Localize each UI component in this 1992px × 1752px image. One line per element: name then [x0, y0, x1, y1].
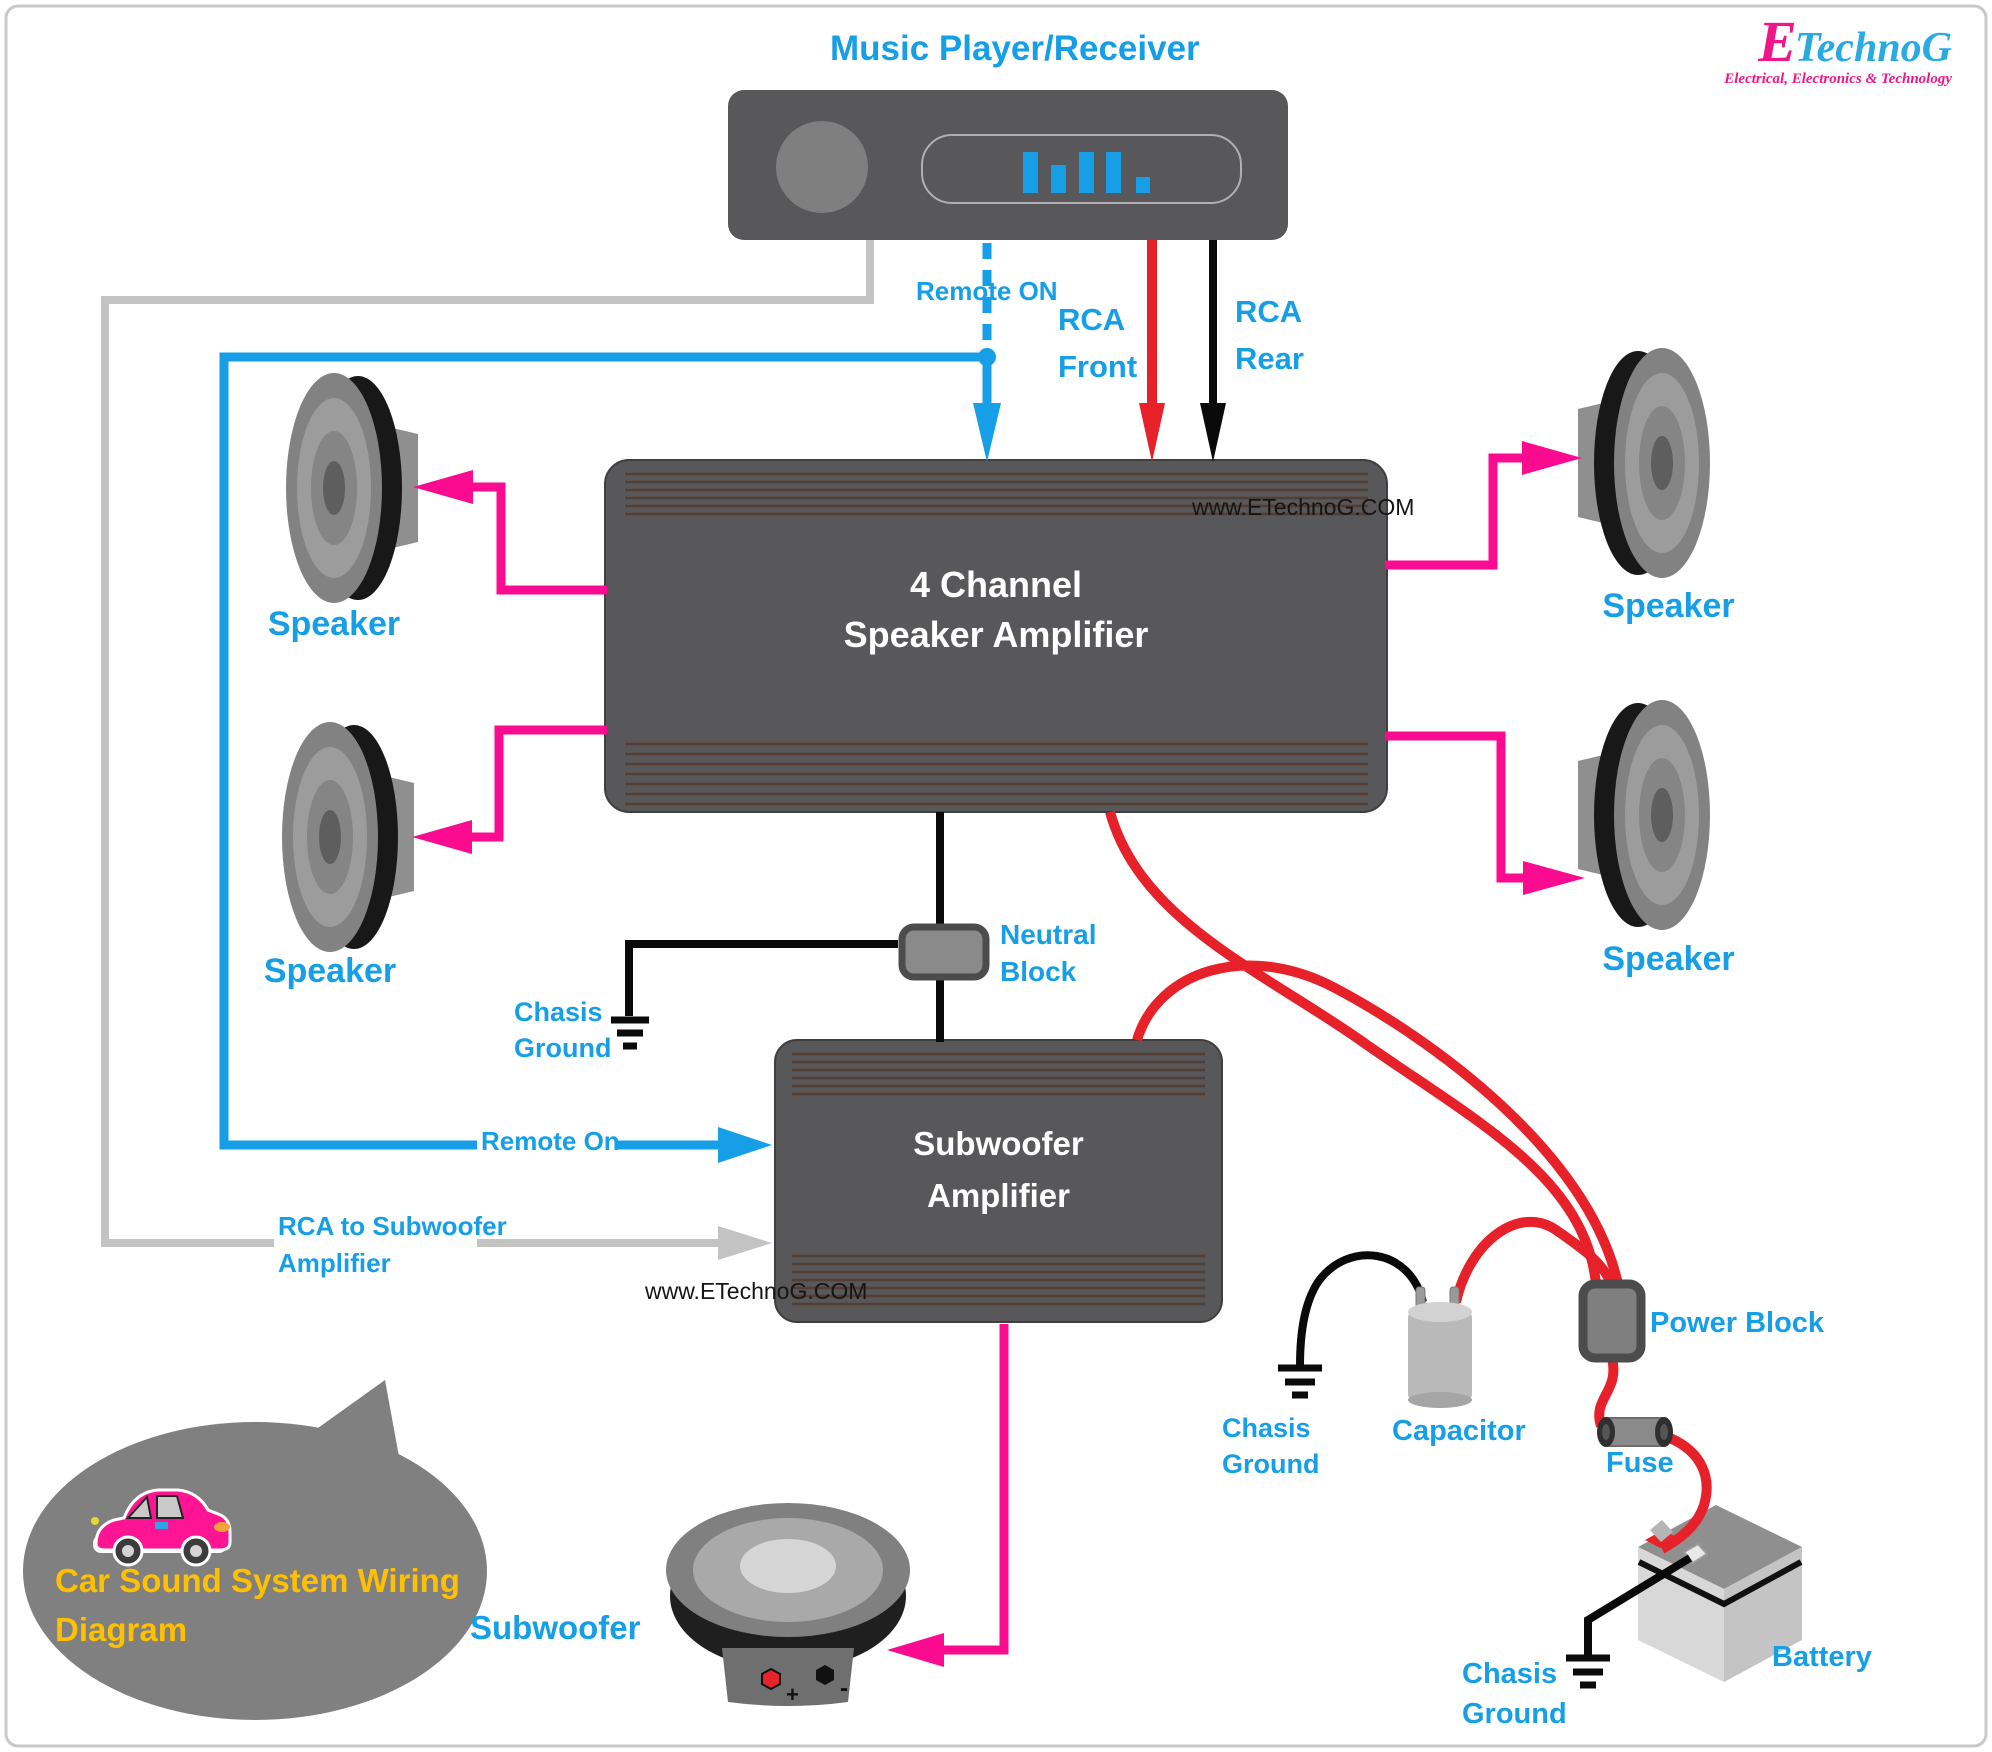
battery-icon: [1637, 1505, 1803, 1682]
neutral-wires: [625, 812, 944, 1042]
speaker-rear-left-icon: [282, 722, 414, 952]
speaker-wire-front-right: [1385, 453, 1525, 570]
subamp-title: Subwoofer Amplifier: [913, 1125, 1084, 1214]
fuse-label: Fuse: [1606, 1447, 1674, 1479]
remote-on-label-2: Remote On: [481, 1126, 620, 1156]
speaker-rear-right-icon: [1578, 700, 1710, 930]
power-wire-amp4: [1105, 810, 1601, 1285]
etechnog-logo: ETechnoG Electrical, Electronics & Techn…: [1724, 8, 1952, 88]
speaker-front-right-icon: [1578, 348, 1710, 578]
music-player-box: [728, 90, 1288, 240]
subwoofer-label: Subwoofer: [470, 1609, 641, 1646]
plus-sign: +: [786, 1682, 799, 1707]
watermark-text: www.ETechnoG.COM: [1192, 494, 1415, 520]
bubble-caption: Car Sound System Wiring Diagram: [55, 1562, 460, 1648]
subwoofer-amp-box: [774, 1039, 1223, 1323]
battery-label: Battery: [1772, 1641, 1872, 1673]
rca-front-label: RCA Front: [1058, 302, 1138, 384]
capacitor-ground-wire: [1296, 1251, 1427, 1367]
red-arrow-icon: [1139, 403, 1165, 462]
speaker-label-front-right: Speaker: [1602, 587, 1735, 625]
page-title: Music Player/Receiver: [830, 29, 1200, 68]
neutral-block-label: Neutral Block: [1000, 919, 1097, 987]
chasis-ground-label-3: Chasis Ground: [1462, 1658, 1567, 1730]
remote-on-label: Remote ON: [916, 276, 1058, 306]
equalizer-bars-icon: [1023, 152, 1150, 193]
chasis-ground-label-1: Chasis Ground: [514, 997, 612, 1063]
capacitor-icon: [1408, 1286, 1472, 1408]
subwoofer-wire: [940, 1324, 1009, 1655]
minus-sign: -: [840, 1675, 848, 1702]
blue-arrow-icon: [973, 403, 1001, 462]
neutral-block-icon: [898, 923, 990, 981]
fuse-icon: [1597, 1417, 1673, 1447]
rca-to-sub-label: RCA to Subwoofer Amplifier: [278, 1211, 507, 1278]
power-wire-capacitor: [1451, 1216, 1616, 1304]
pink-arrow-icon: [412, 820, 472, 854]
subwoofer-minus-terminal-icon: [816, 1665, 834, 1685]
capacitor-label: Capacitor: [1392, 1415, 1526, 1447]
rca-to-sub-wire: [101, 240, 874, 1247]
amp4-title: 4 Channel Speaker Amplifier: [843, 564, 1149, 655]
logo-wordmark: ETechnoG: [1724, 8, 1952, 75]
pink-arrow-icon: [413, 470, 473, 504]
watermark-text-2: www.ETechnoG.COM: [645, 1278, 868, 1304]
power-wire-fuse-to-battery: [1659, 1433, 1712, 1554]
pink-arrow-icon: [1523, 861, 1585, 895]
power-block-label: Power Block: [1650, 1307, 1825, 1339]
power-wire-subamp: [1132, 960, 1623, 1286]
battery-ground-wire: [1584, 1554, 1693, 1655]
gray-arrow-icon: [718, 1226, 772, 1260]
black-arrow-icon: [1200, 403, 1226, 462]
chasis-ground-label-2: Chasis Ground: [1222, 1413, 1320, 1479]
pink-arrow-icon: [1522, 441, 1582, 475]
logo-e: E: [1758, 9, 1797, 74]
power-block-icon: [1578, 1279, 1646, 1363]
chassis-ground-icon: [1278, 1364, 1322, 1399]
power-wire-block-to-fuse: [1594, 1356, 1619, 1428]
speaker-wire-front-left: [470, 482, 607, 595]
logo-tagline: Electrical, Electronics & Technology: [1724, 71, 1952, 87]
page-border: [4, 4, 1988, 1748]
pink-arrow-icon: [887, 1633, 944, 1667]
subwoofer-icon: + -: [666, 1503, 910, 1707]
chassis-ground-icon: [611, 1016, 649, 1050]
wire-junction-dot: [978, 348, 996, 366]
logo-name: TechnoG: [1794, 25, 1952, 71]
speaker-wire-rear-left: [469, 725, 607, 842]
amp-4channel-box: [604, 459, 1388, 813]
rca-rear-label: RCA Rear: [1235, 294, 1304, 376]
speaker-label-rear-left: Speaker: [263, 952, 397, 990]
speech-bubble: [23, 1380, 487, 1720]
subwoofer-plus-terminal-icon: [761, 1667, 781, 1691]
speaker-label-front-left: Speaker: [267, 605, 401, 643]
player-display: [921, 134, 1242, 204]
volume-knob-icon: [776, 121, 868, 213]
speaker-wire-rear-right: [1385, 731, 1526, 883]
car-icon: [91, 1488, 232, 1567]
speaker-label-rear-right: Speaker: [1602, 940, 1735, 978]
speaker-front-left-icon: [286, 373, 418, 603]
chassis-ground-icon: [1566, 1654, 1610, 1689]
blue-arrow-icon: [718, 1127, 772, 1163]
